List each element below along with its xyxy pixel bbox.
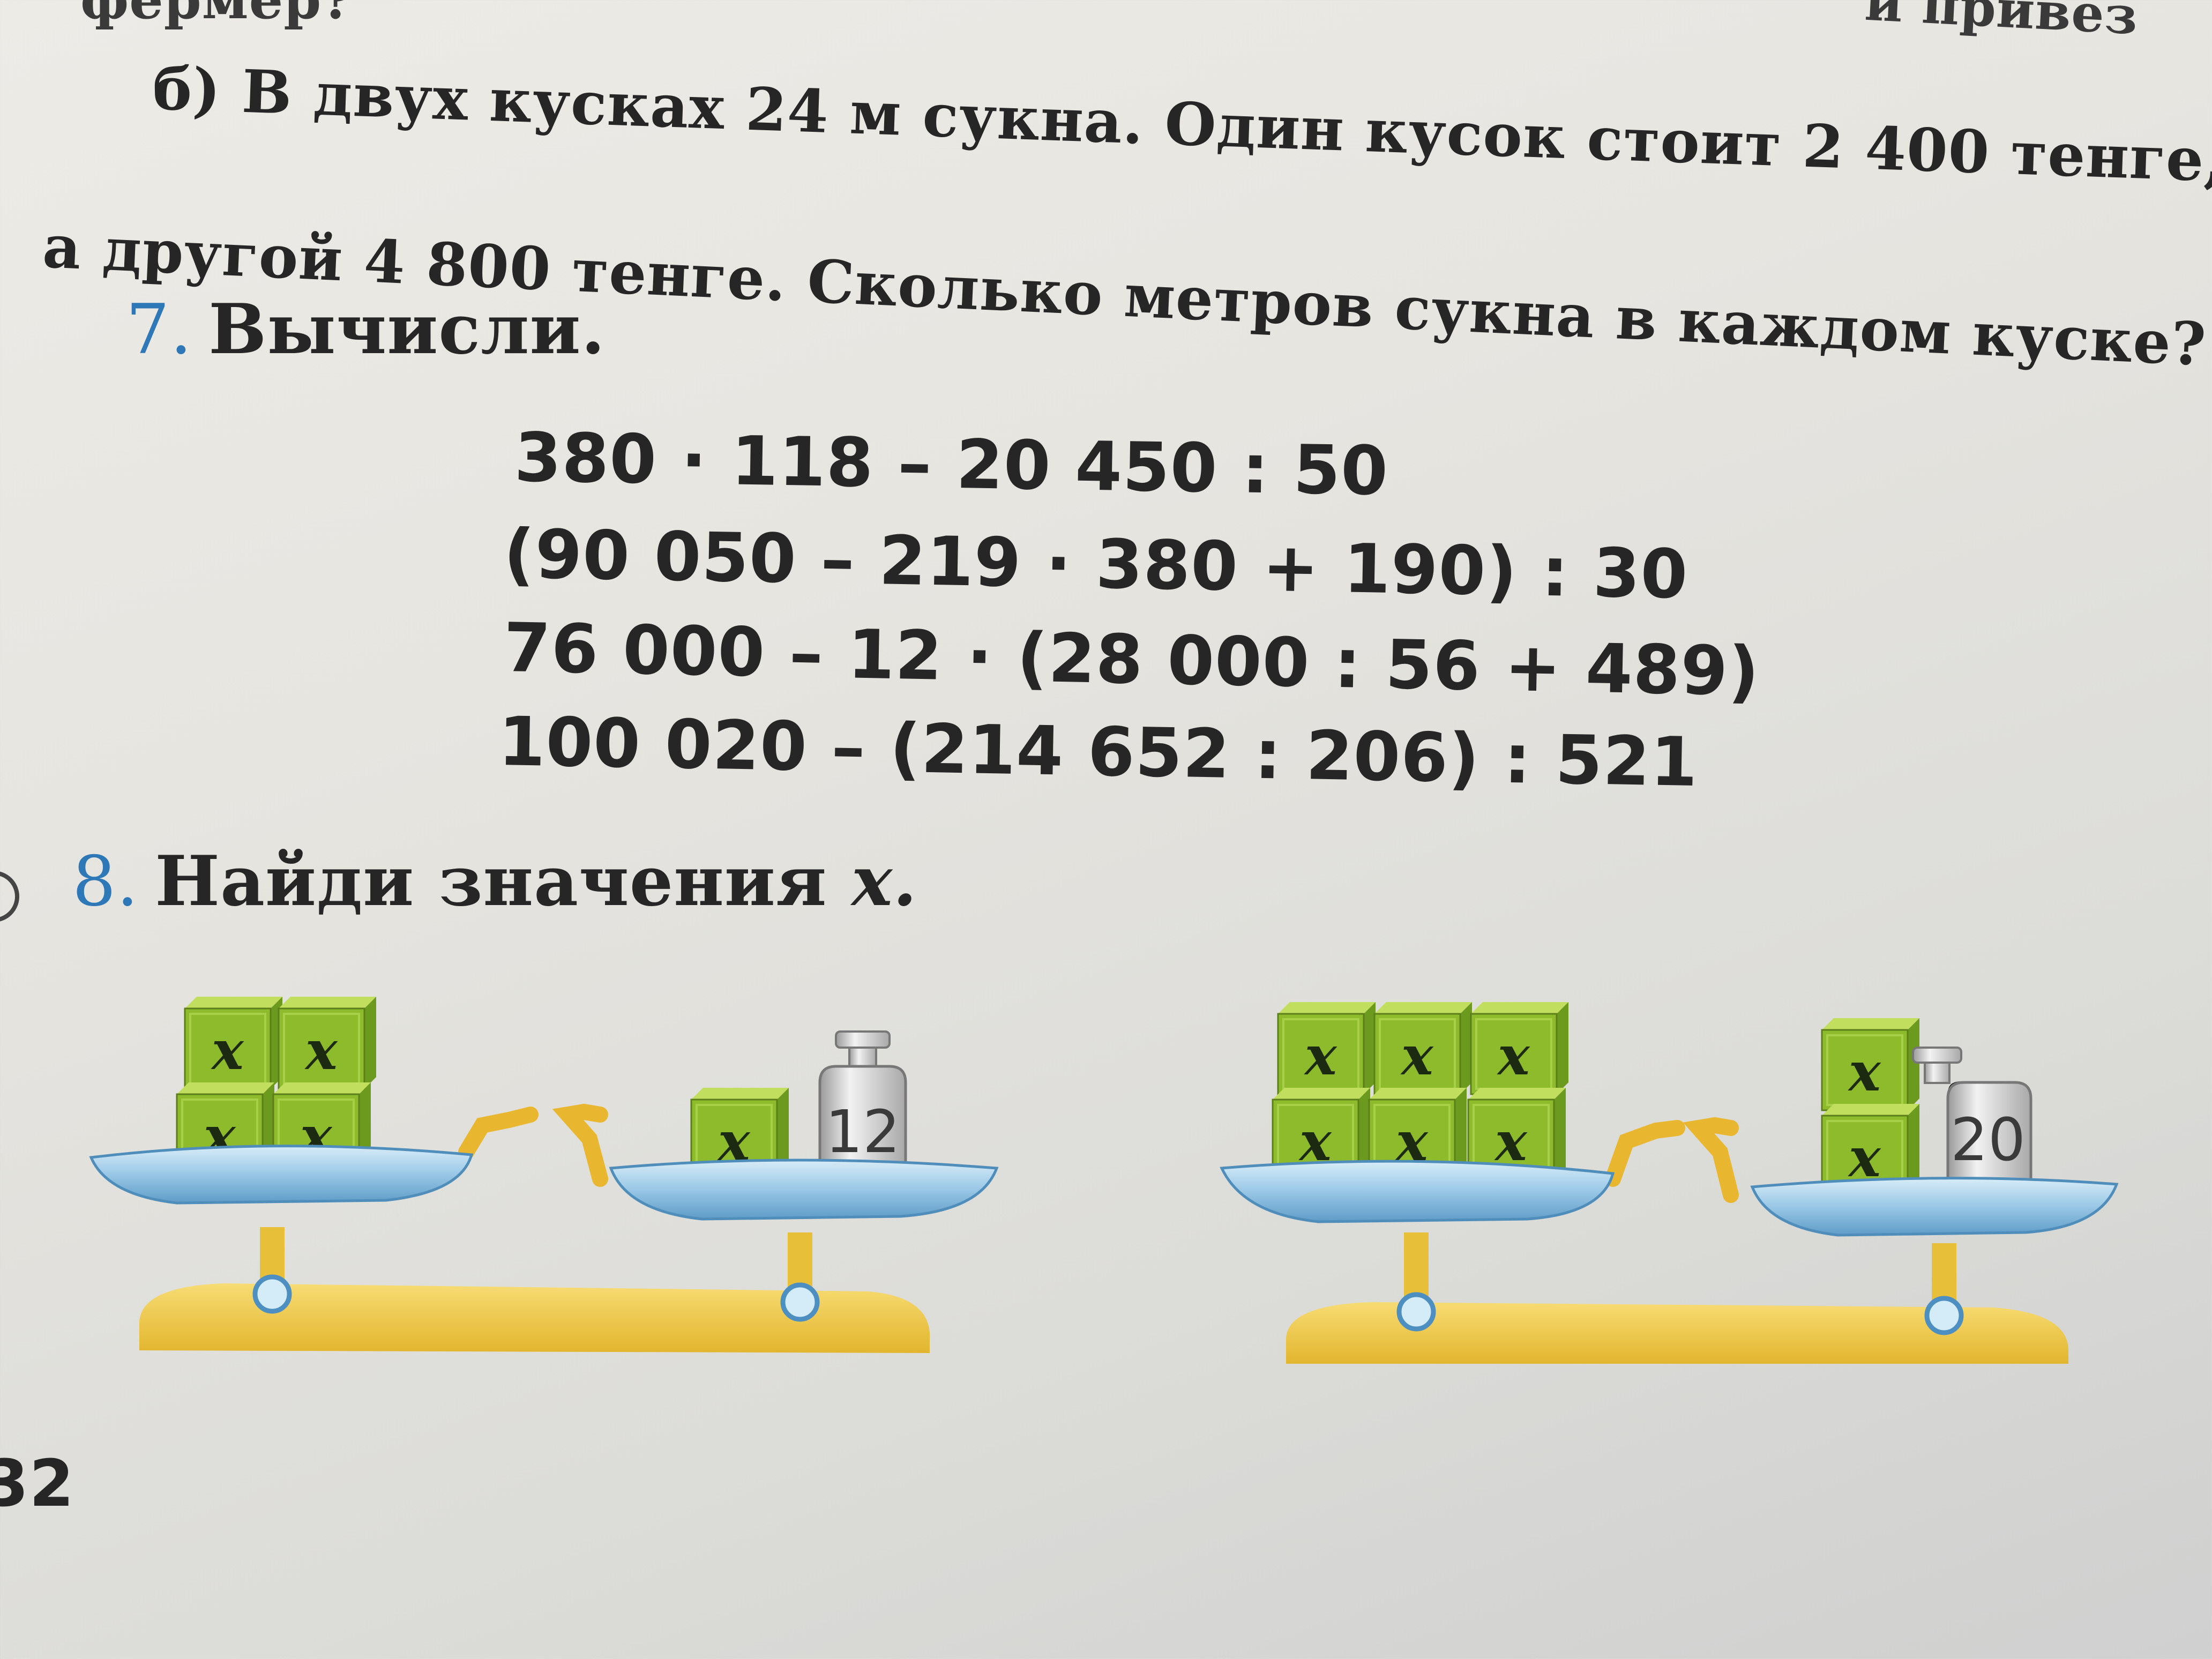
scale-1-left-pan: [89, 1145, 474, 1205]
cube-x-label: x: [1848, 1040, 1881, 1103]
scale-2-base: [1286, 1302, 2068, 1364]
scale-2-left-pan: [1220, 1160, 1615, 1223]
scale-2-beam: [1605, 1117, 1739, 1203]
scale-1-pivot-right: [780, 1282, 820, 1322]
weight-icon: [1912, 1047, 2032, 1189]
cube-x-label: x: [1304, 1024, 1337, 1087]
cube-x-label: x: [1494, 1110, 1528, 1173]
weight-1-value: 12: [825, 1097, 900, 1166]
task-8-title: Найди значения: [155, 841, 827, 922]
task-7-number: 7.: [126, 290, 193, 370]
scale-1-base: [139, 1283, 930, 1353]
task-8-variable: x.: [851, 841, 917, 922]
scale-2-pivot-right: [1924, 1296, 1964, 1335]
scale-1: x x x x x 12: [89, 996, 999, 1353]
task-7-title: Вычисли.: [208, 289, 606, 370]
scale-2: x x x x x x x x 20: [1220, 1001, 2119, 1364]
weight-icon: [818, 1030, 907, 1180]
cube-x-label: x: [211, 1019, 244, 1082]
scale-1-beam: [458, 1103, 608, 1187]
cube-x-label: x: [1400, 1024, 1434, 1087]
scale-2-right-load: x x 20: [1821, 1017, 2032, 1197]
scale-2-pivot-left: [1396, 1292, 1436, 1332]
scale-1-right-load: x 12: [690, 1030, 907, 1181]
task-7-heading: 7.Вычисли.: [126, 289, 606, 370]
cube-x-label: x: [304, 1019, 338, 1082]
scale-1-right-pan: [609, 1159, 999, 1221]
previous-problem-fragment: фермер?: [80, 0, 354, 31]
task-8-heading: 8.Найди значения x.: [72, 841, 917, 922]
page-number: 32: [0, 1447, 74, 1521]
scale-2-left-cubes: x x x x x x: [1272, 1001, 1570, 1181]
task-8-number: 8.: [72, 842, 139, 922]
scale-1-pivot-left: [252, 1274, 292, 1314]
weight-2-value: 20: [1951, 1105, 2026, 1174]
scale-2-right-pan: [1750, 1177, 2119, 1237]
cube-x-label: x: [1497, 1024, 1530, 1087]
